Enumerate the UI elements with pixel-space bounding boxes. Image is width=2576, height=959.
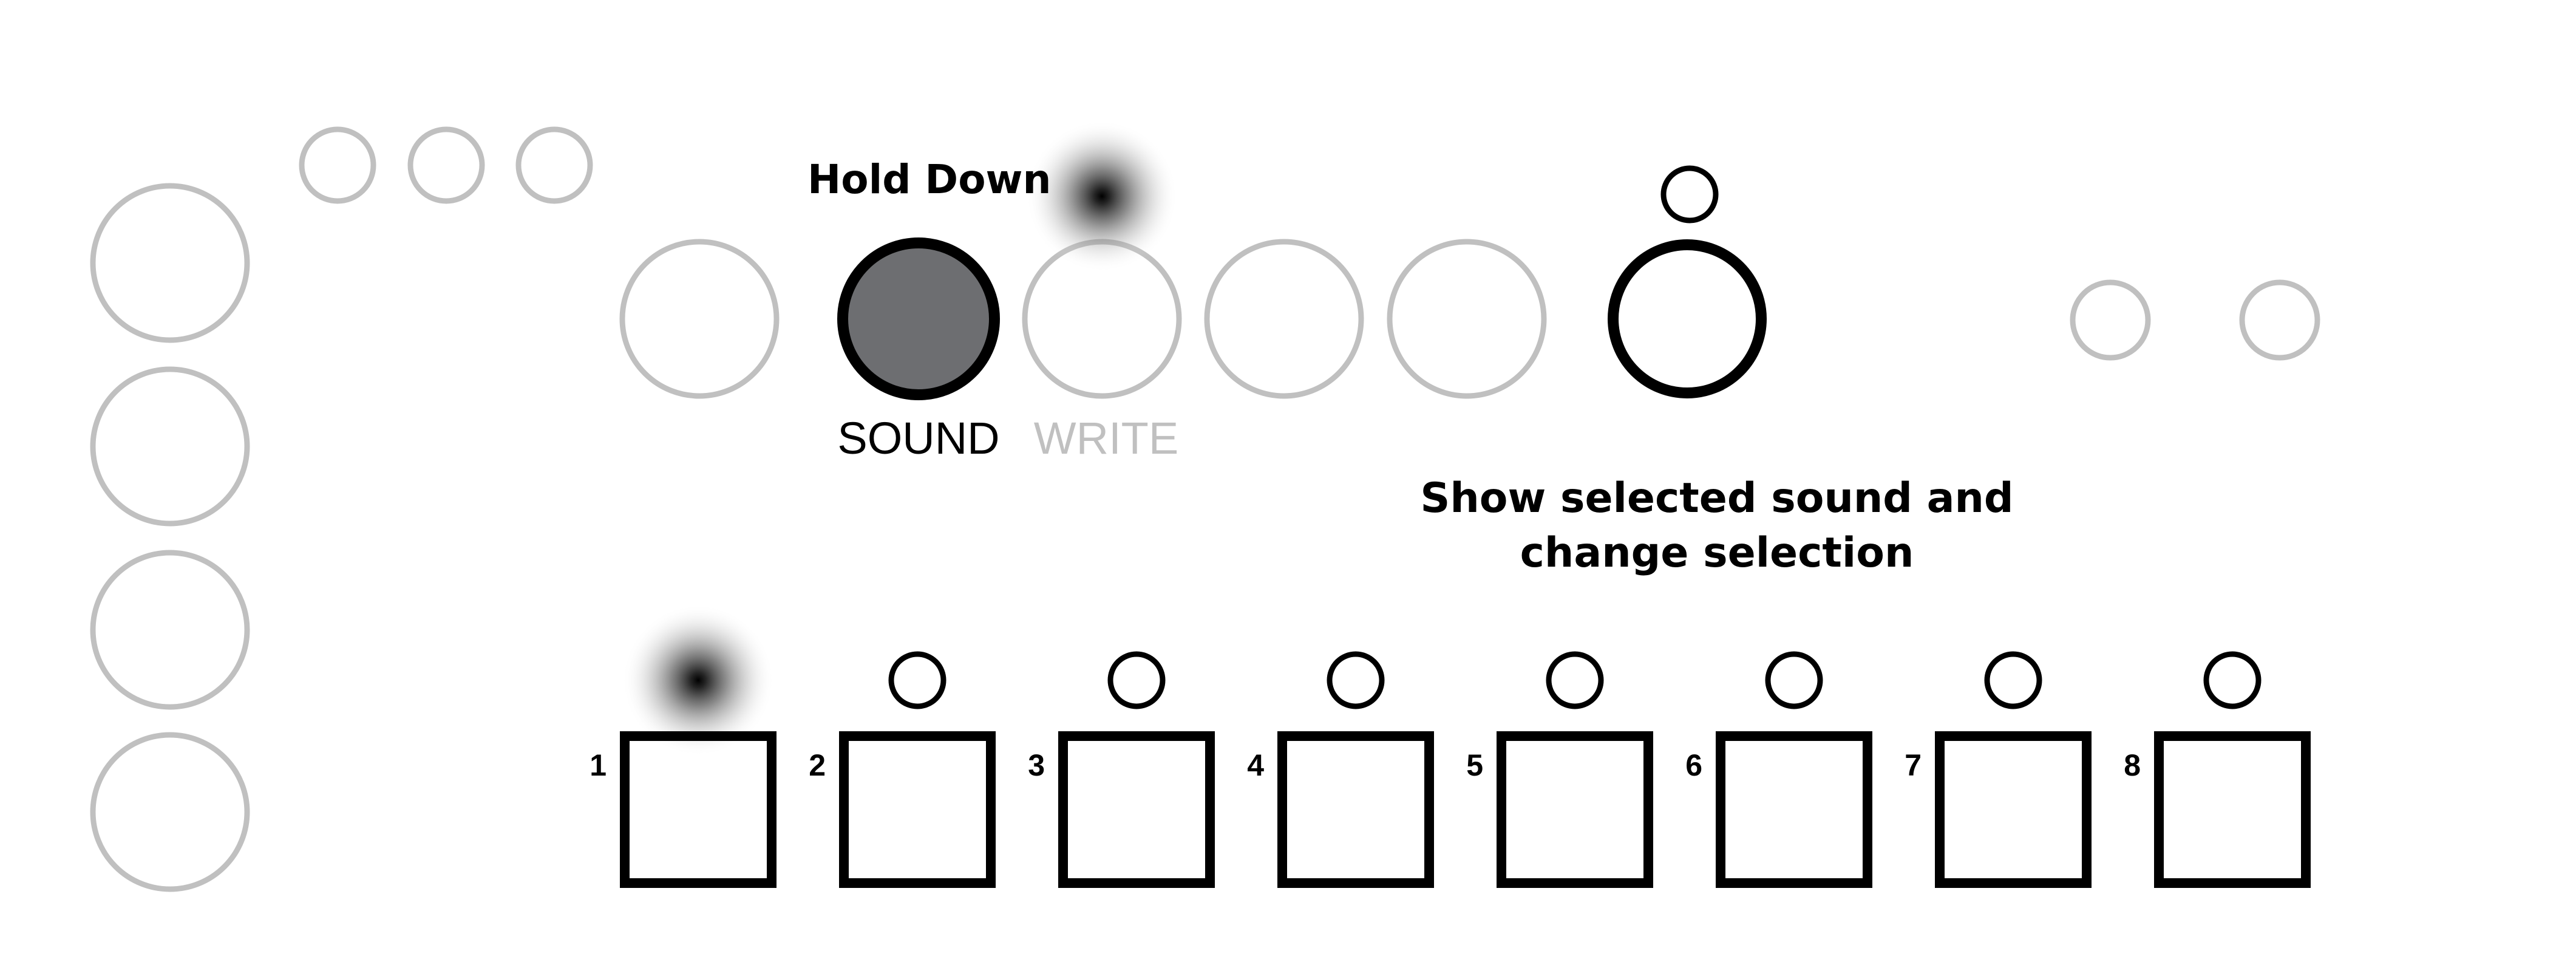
top-led-1: [299, 126, 376, 204]
pad-4-number: 4: [1247, 748, 1264, 782]
pad-1[interactable]: [620, 731, 777, 888]
top-led-3: [515, 126, 593, 204]
pad-6[interactable]: [1716, 731, 1872, 888]
pad-5-led: [1546, 651, 1604, 709]
function-button-4[interactable]: [1204, 239, 1364, 399]
pad-6-led: [1765, 651, 1823, 709]
function-button-1[interactable]: [619, 239, 780, 399]
left-knob-column: [90, 183, 250, 892]
pad-row: 1 2 3 4 5 6 7 8: [590, 604, 2311, 888]
top-led-2: [407, 126, 485, 204]
pad-3-number: 3: [1028, 748, 1045, 782]
pad-8-number: 8: [2124, 748, 2141, 782]
pad-5-number: 5: [1466, 748, 1483, 782]
pad-4-led: [1327, 651, 1385, 709]
function-button-row: [619, 165, 1767, 400]
pad-2-led: [888, 651, 946, 709]
pad-1-glow: [622, 604, 774, 756]
hold-down-label: Hold Down: [807, 156, 1052, 203]
function-button-5[interactable]: [1387, 239, 1547, 399]
right-leds: [2070, 279, 2320, 361]
pad-2[interactable]: [839, 731, 996, 888]
pad-6-number: 6: [1685, 748, 1702, 782]
sound-label: SOUND: [837, 413, 999, 463]
pad-2-number: 2: [809, 748, 826, 782]
pad-5[interactable]: [1497, 731, 1653, 888]
show-selected-label-line2: change selection: [1520, 529, 1914, 577]
show-selected-label-line1: Show selected sound and: [1420, 474, 2013, 522]
left-knob-2[interactable]: [90, 366, 250, 527]
top-left-leds: [299, 126, 593, 204]
pad-7-led: [1984, 651, 2042, 709]
right-led-2: [2239, 279, 2320, 361]
left-knob-3[interactable]: [90, 550, 250, 710]
pad-7[interactable]: [1935, 731, 2092, 888]
write-label: WRITE: [1034, 413, 1178, 463]
pad-3-led: [1107, 651, 1166, 709]
pad-8-led: [2203, 651, 2262, 709]
left-knob-1[interactable]: [90, 183, 250, 343]
left-knob-4[interactable]: [90, 732, 250, 892]
selection-led: [1660, 165, 1719, 224]
selection-knob[interactable]: [1608, 239, 1767, 398]
pad-8[interactable]: [2154, 731, 2311, 888]
sound-button[interactable]: [837, 237, 1000, 400]
pad-7-number: 7: [1905, 748, 1922, 782]
pad-1-number: 1: [590, 748, 607, 782]
pad-3[interactable]: [1058, 731, 1215, 888]
pad-4[interactable]: [1277, 731, 1434, 888]
hold-down-glow: [1026, 120, 1178, 272]
right-led-1: [2070, 279, 2151, 361]
